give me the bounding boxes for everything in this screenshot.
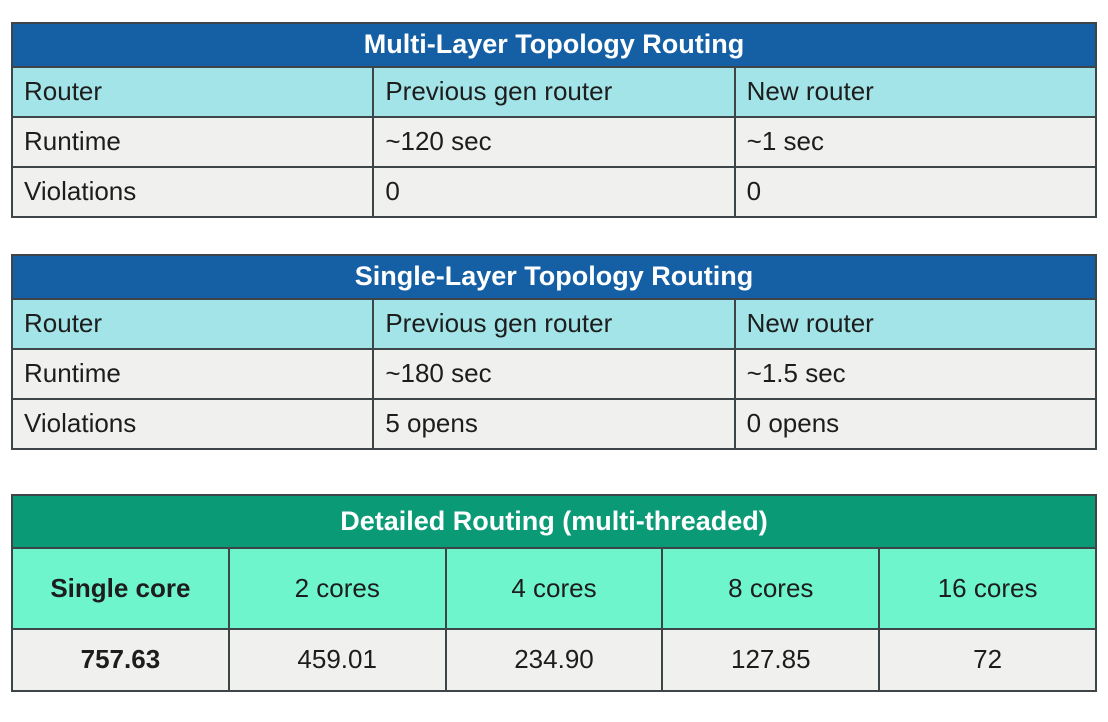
single-layer-topology-table: Single-Layer Topology Routing Router Pre… — [10, 254, 1098, 450]
value-cell: ~1.5 sec — [733, 348, 1098, 400]
value-cell: 0 opens — [733, 398, 1098, 450]
value-cell-single-core: 757.63 — [11, 628, 230, 692]
value-cell: 0 — [733, 166, 1098, 218]
column-header-4-cores: 4 cores — [444, 547, 664, 630]
table-header-row: Single core 2 cores 4 cores 8 cores 16 c… — [11, 547, 1097, 630]
column-header-new-router: New router — [733, 66, 1098, 118]
column-header-previous-gen-router: Previous gen router — [372, 66, 736, 118]
column-header-router: Router — [10, 298, 375, 350]
row-label-cell: Runtime — [10, 348, 375, 400]
table-row-runtime: Runtime ~120 sec ~1 sec — [10, 116, 1098, 168]
table-row-runtimes: 757.63 459.01 234.90 127.85 72 — [11, 628, 1097, 692]
value-cell-8-cores: 127.85 — [661, 628, 881, 692]
column-header-new-router: New router — [733, 298, 1098, 350]
column-header-2-cores: 2 cores — [227, 547, 447, 630]
column-header-single-core: Single core — [11, 547, 230, 630]
table-row-violations: Violations 5 opens 0 opens — [10, 398, 1098, 450]
table-title: Multi-Layer Topology Routing — [11, 22, 1097, 68]
table-title: Detailed Routing (multi-threaded) — [11, 494, 1097, 549]
column-header-router: Router — [10, 66, 375, 118]
table-title-row: Multi-Layer Topology Routing — [11, 22, 1097, 68]
value-cell-2-cores: 459.01 — [227, 628, 447, 692]
column-header-8-cores: 8 cores — [661, 547, 881, 630]
table-row-violations: Violations 0 0 — [10, 166, 1098, 218]
multi-layer-topology-table: Multi-Layer Topology Routing Router Prev… — [10, 22, 1098, 218]
value-cell: ~120 sec — [372, 116, 736, 168]
table-title-row: Detailed Routing (multi-threaded) — [11, 494, 1097, 549]
detailed-routing-table: Detailed Routing (multi-threaded) Single… — [11, 494, 1097, 692]
value-cell: 5 opens — [372, 398, 736, 450]
table-title: Single-Layer Topology Routing — [11, 254, 1097, 300]
row-label-cell: Violations — [10, 398, 375, 450]
table-title-row: Single-Layer Topology Routing — [11, 254, 1097, 300]
column-header-previous-gen-router: Previous gen router — [372, 298, 736, 350]
row-label-cell: Violations — [10, 166, 375, 218]
row-label-cell: Runtime — [10, 116, 375, 168]
column-header-16-cores: 16 cores — [878, 547, 1097, 630]
table-row-runtime: Runtime ~180 sec ~1.5 sec — [10, 348, 1098, 400]
table-header-row: Router Previous gen router New router — [10, 298, 1098, 350]
value-cell: ~180 sec — [372, 348, 736, 400]
value-cell-4-cores: 234.90 — [444, 628, 664, 692]
value-cell-16-cores: 72 — [878, 628, 1097, 692]
value-cell: 0 — [372, 166, 736, 218]
table-header-row: Router Previous gen router New router — [10, 66, 1098, 118]
value-cell: ~1 sec — [733, 116, 1098, 168]
